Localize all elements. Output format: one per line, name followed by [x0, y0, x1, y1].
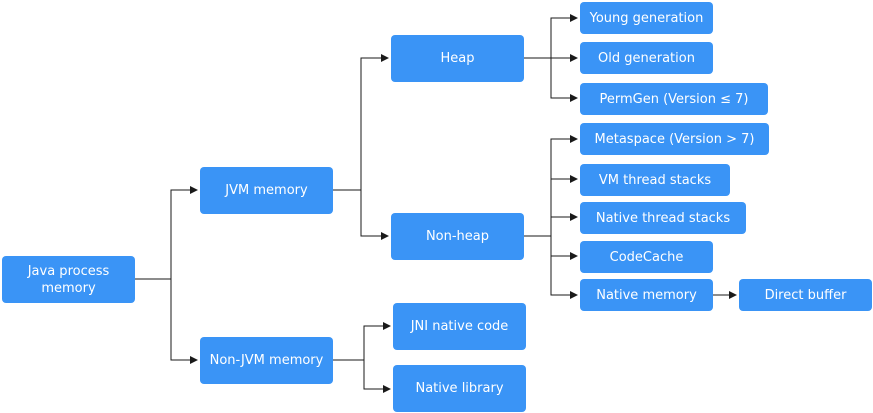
node-label: Direct buffer [764, 287, 847, 303]
node-label: Native library [415, 381, 504, 396]
node-non-heap: Non-heap [391, 213, 524, 260]
edge-heap-to-young [523, 14, 578, 59]
node-vm-thread-stacks: VM thread stacks [580, 164, 730, 196]
node-label: Native thread stacks [595, 210, 731, 226]
node-label: Young generation [589, 10, 704, 26]
node-label: Old generation [598, 50, 695, 66]
node-label: VM thread stacks [598, 172, 712, 188]
node-old-generation: Old generation [580, 42, 713, 74]
node-jvm-memory: JVM memory [200, 167, 333, 214]
node-label: Non-heap [425, 229, 490, 244]
edge-heap-to-permgen [550, 58, 578, 102]
edge-nonheap-to-nativememory [550, 236, 578, 299]
node-label: JVM memory [225, 183, 308, 198]
node-metaspace: Metaspace (Version > 7) [580, 123, 769, 155]
node-label: CodeCache [609, 249, 684, 265]
node-label: Metaspace (Version > 7) [594, 131, 755, 147]
node-label: JNI native code [410, 319, 509, 334]
edge-root-to-nonjvm [170, 279, 198, 364]
node-young-generation: Young generation [580, 2, 713, 34]
node-java-process-memory: Java process memory [2, 256, 135, 303]
node-label: Non-JVM memory [209, 353, 324, 368]
node-heap: Heap [391, 35, 524, 82]
node-direct-buffer: Direct buffer [739, 279, 872, 311]
node-label: Heap [440, 51, 475, 66]
node-codecache: CodeCache [580, 241, 713, 273]
node-native-library: Native library [393, 365, 526, 412]
edge-nonheap-to-metaspace [523, 135, 578, 237]
node-label: Java process memory [27, 263, 110, 296]
node-non-jvm-memory: Non-JVM memory [200, 337, 333, 384]
node-label: PermGen (Version ≤ 7) [599, 91, 749, 107]
node-native-memory: Native memory [580, 279, 713, 311]
node-jni-native-code: JNI native code [393, 303, 526, 350]
node-permgen: PermGen (Version ≤ 7) [580, 83, 768, 115]
edge-jvm-to-heap [333, 54, 389, 191]
edge-nonjvm-to-nativelib [363, 360, 391, 393]
edge-jvm-to-nonheap [360, 190, 389, 240]
edge-root-to-jvm [135, 186, 198, 280]
node-label: Native memory [596, 287, 697, 303]
edge-nonjvm-to-jni [333, 322, 391, 361]
node-native-thread-stacks: Native thread stacks [580, 202, 746, 234]
